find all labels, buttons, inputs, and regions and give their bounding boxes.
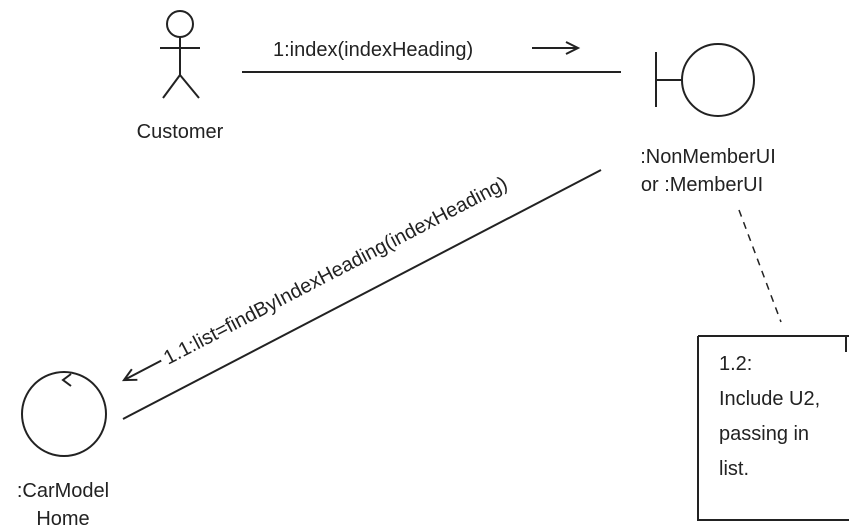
actor-head	[166, 10, 194, 38]
link-boundary-control	[122, 169, 602, 420]
actor-right-leg	[179, 74, 200, 99]
actor-left-leg	[162, 74, 181, 99]
control-label-line1: :CarModel	[17, 480, 109, 502]
boundary-object: :NonMemberUI or :MemberUI	[640, 43, 776, 196]
note-line-1: 1.2:	[719, 353, 752, 375]
note: 1.2: Include U2, passing in list.	[697, 335, 849, 521]
message-1: 1:index(indexHeading)	[273, 39, 581, 61]
message-2-label: 1.1:list=findByIndexHeading(indexHeading…	[160, 173, 511, 370]
customer-label: Customer	[137, 121, 224, 143]
note-line-3: passing in	[719, 423, 809, 445]
note-anchor-line	[738, 209, 782, 323]
note-border	[697, 336, 849, 521]
message-2-arrow-icon	[121, 359, 162, 382]
control-arrowhead-icon	[61, 373, 72, 387]
control-label-line2: Home	[36, 508, 89, 530]
customer-actor: Customer	[137, 10, 224, 143]
control-object: :CarModel Home	[17, 371, 109, 530]
note-line-4: list.	[719, 458, 749, 480]
control-circle-icon	[21, 371, 107, 457]
boundary-label-line2: or :MemberUI	[641, 174, 763, 196]
boundary-label-line1: :NonMemberUI	[640, 146, 776, 168]
message-2: 1.1:list=findByIndexHeading(indexHeading…	[121, 173, 511, 382]
message-1-arrow-icon	[532, 41, 581, 55]
boundary-circle-icon	[681, 43, 755, 117]
message-1-label: 1:index(indexHeading)	[273, 39, 473, 61]
note-line-2: Include U2,	[719, 388, 820, 410]
